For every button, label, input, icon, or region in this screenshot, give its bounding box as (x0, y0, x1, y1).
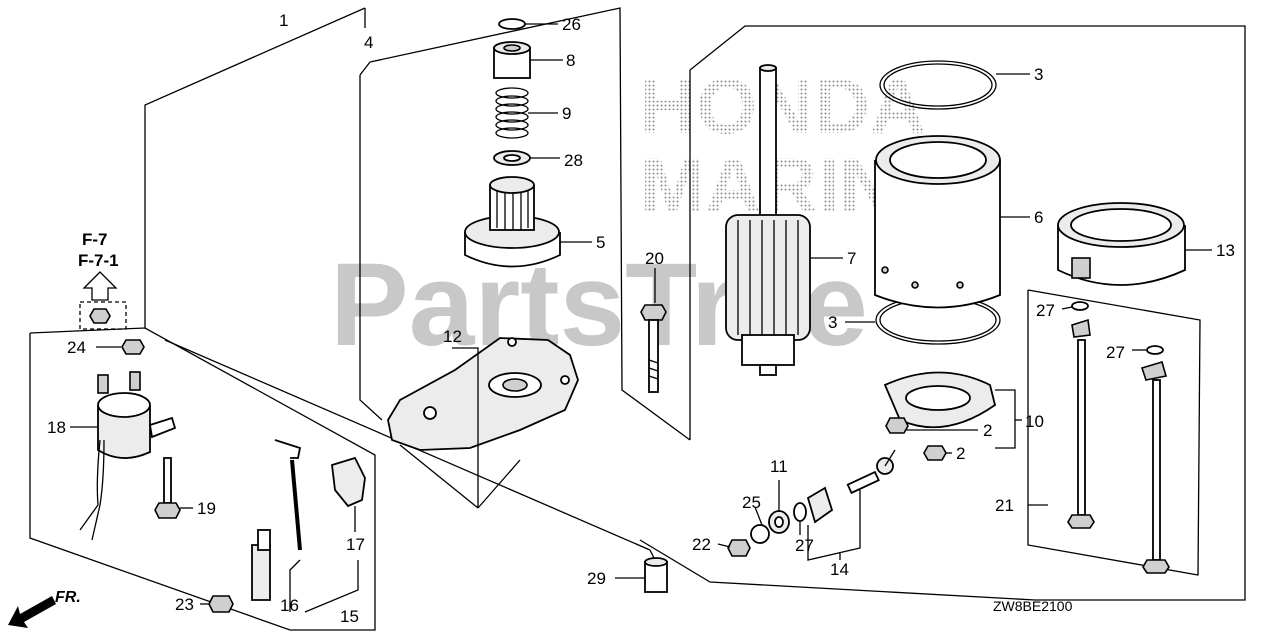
part-21-through-bolts[interactable] (1067, 339, 1170, 574)
part-27-nut-b[interactable] (1140, 361, 1168, 381)
callout-3-top[interactable]: 3 (1034, 65, 1043, 84)
callout-28[interactable]: 28 (564, 151, 583, 170)
callout-2-b[interactable]: 2 (956, 444, 965, 463)
part-22-nut[interactable] (727, 524, 770, 557)
frame-1 (144, 7, 366, 328)
part-25-washer[interactable] (768, 510, 790, 534)
callout-1[interactable]: 1 (279, 11, 288, 30)
part-27-washer-b[interactable] (1146, 345, 1164, 355)
frame-18 (29, 327, 376, 631)
part-14-plate[interactable] (806, 486, 834, 524)
callout-20[interactable]: 20 (645, 249, 664, 268)
front-direction-indicator: FR. (8, 589, 81, 628)
callout-9[interactable]: 9 (562, 104, 571, 123)
part-10-brush-holder[interactable] (883, 371, 997, 429)
callout-8[interactable]: 8 (566, 51, 575, 70)
part-8-collar[interactable] (493, 41, 531, 79)
callout-3-bottom[interactable]: 3 (828, 313, 837, 332)
callout-10[interactable]: 10 (1025, 412, 1044, 431)
callout-21[interactable]: 21 (995, 496, 1014, 515)
nut-icon (89, 308, 111, 324)
part-29-collar[interactable] (644, 557, 668, 593)
callout-17[interactable]: 17 (346, 535, 365, 554)
part-16-cable[interactable] (251, 439, 302, 601)
callout-12[interactable]: 12 (443, 327, 462, 346)
frame-4 (369, 7, 691, 441)
callout-16[interactable]: 16 (280, 596, 299, 615)
callout-6[interactable]: 6 (1034, 208, 1043, 227)
part-27-washer-center[interactable] (793, 502, 807, 522)
diagram-code: ZW8BE2100 (993, 598, 1073, 614)
ref-box (79, 301, 127, 330)
part-27-washer-a[interactable] (1071, 301, 1089, 311)
part-2-brush-b[interactable] (923, 445, 947, 461)
front-arrow-icon (8, 596, 56, 628)
part-3-o-ring-top[interactable] (879, 60, 997, 110)
front-label: FR. (55, 589, 81, 606)
callout-27-c[interactable]: 27 (795, 536, 814, 555)
part-20-bolt[interactable] (640, 304, 667, 393)
part-27-nut-a[interactable] (1071, 318, 1091, 338)
page-reference: F-7 F-7-1 (78, 230, 127, 330)
ref-top: F-7 (82, 230, 108, 249)
callout-25[interactable]: 25 (742, 493, 761, 512)
callout-19[interactable]: 19 (197, 499, 216, 518)
frame-motor (639, 25, 1246, 601)
part-11-terminal-bolt[interactable] (846, 449, 896, 495)
callout-7[interactable]: 7 (847, 249, 856, 268)
part-7-armature[interactable] (725, 64, 811, 376)
frame-21 (1027, 289, 1201, 576)
callout-26[interactable]: 26 (562, 15, 581, 34)
callout-24[interactable]: 24 (67, 338, 86, 357)
part-5-pinion[interactable] (464, 176, 561, 268)
ref-bottom: F-7-1 (78, 251, 119, 270)
callout-labels: 1 4 26 8 9 28 5 3 6 13 7 20 3 12 27 27 2… (47, 11, 1235, 626)
callout-5[interactable]: 5 (596, 233, 605, 252)
part-12-end-cover[interactable] (387, 337, 579, 451)
callout-18[interactable]: 18 (47, 418, 66, 437)
part-13-cover[interactable] (1057, 202, 1186, 286)
part-19-bolt[interactable] (154, 457, 181, 519)
part-2-brush-a[interactable] (885, 417, 909, 434)
part-9-spring[interactable] (495, 87, 529, 139)
callout-11[interactable]: 11 (770, 457, 788, 476)
callout-23[interactable]: 23 (175, 595, 194, 614)
callout-4[interactable]: 4 (364, 33, 373, 52)
callout-22[interactable]: 22 (692, 535, 711, 554)
callout-13[interactable]: 13 (1216, 241, 1235, 260)
callout-27-a[interactable]: 27 (1036, 301, 1055, 320)
callout-2-a[interactable]: 2 (983, 421, 992, 440)
part-26-snap-ring[interactable] (498, 18, 526, 30)
brand-watermark-top: HONDA (640, 62, 926, 150)
part-23-nut[interactable] (208, 595, 234, 613)
part-28-washer[interactable] (493, 150, 531, 166)
callout-27-b[interactable]: 27 (1106, 343, 1125, 362)
part-18-solenoid[interactable] (79, 371, 177, 541)
part-6-yoke[interactable] (874, 135, 1001, 309)
part-17-terminal-boot[interactable] (331, 456, 366, 508)
part-24-nut[interactable] (121, 339, 145, 355)
callout-14[interactable]: 14 (830, 560, 849, 579)
leader-lines (70, 23, 1212, 613)
up-arrow-icon (82, 271, 118, 301)
callout-29[interactable]: 29 (587, 569, 606, 588)
callout-15[interactable]: 15 (340, 607, 359, 626)
